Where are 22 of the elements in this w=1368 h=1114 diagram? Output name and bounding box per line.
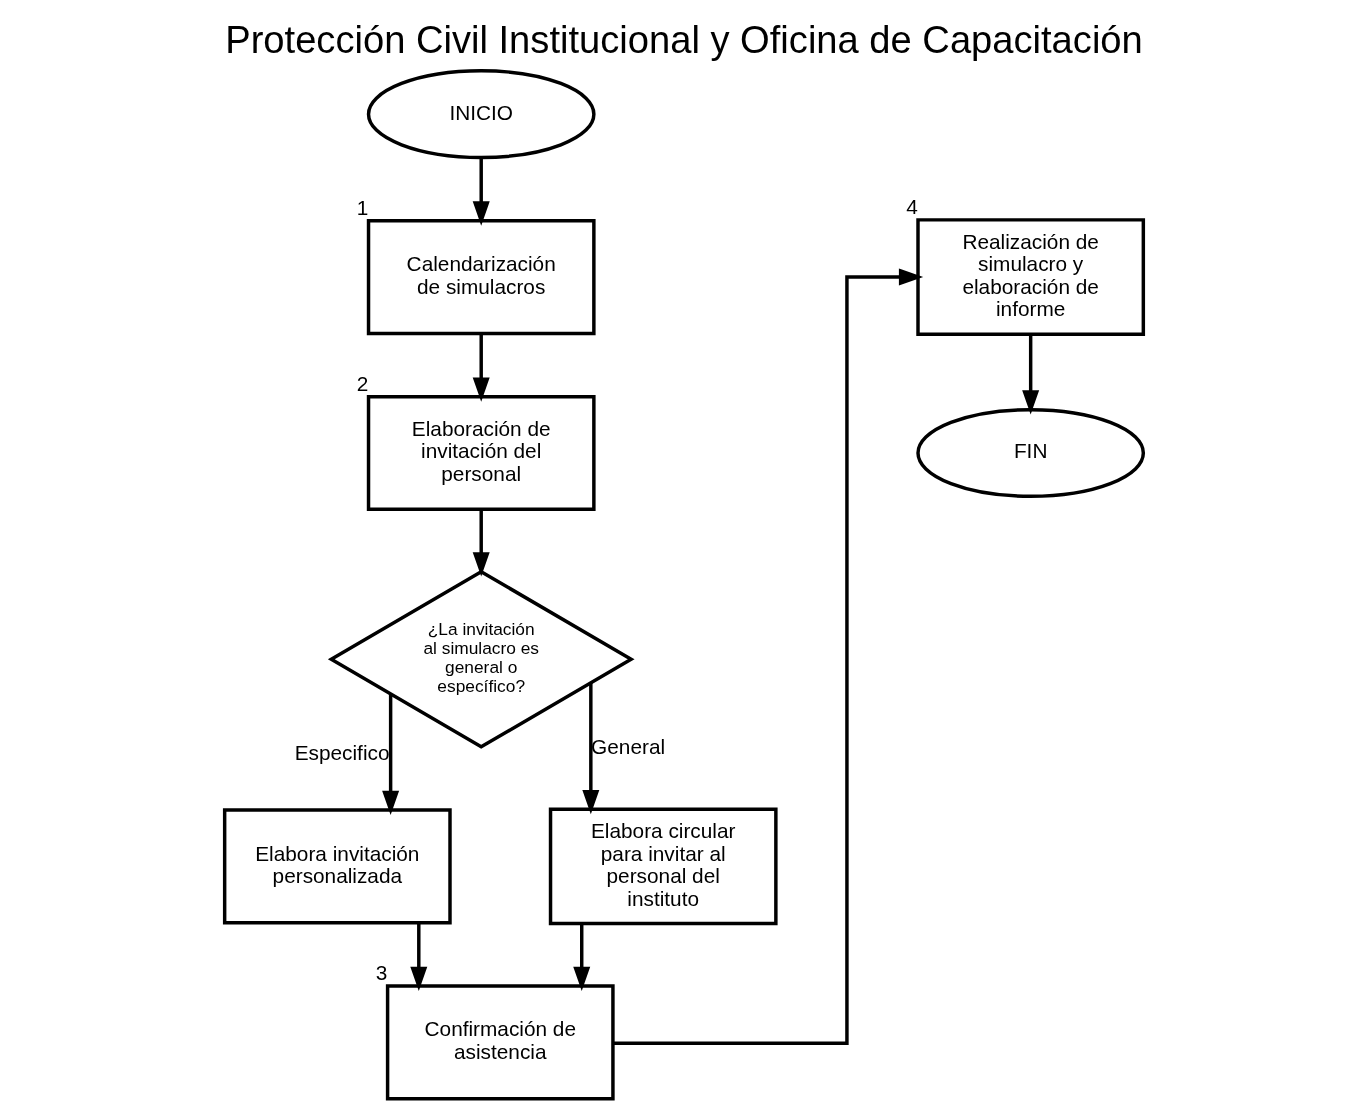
node-box: Elabora circular para invitar al personal del instituto [548, 807, 778, 926]
arrow [613, 268, 924, 1045]
node-box: Confirmación de asistencia [385, 984, 615, 1101]
arrow [1022, 334, 1040, 415]
node-box: Elabora invitación personalizada [222, 808, 452, 925]
arrow [582, 683, 600, 815]
node-box: Calendarización de simulacros [366, 219, 596, 336]
node-label: 4 [906, 194, 918, 218]
node-label: 2 [356, 371, 369, 395]
arrow [410, 923, 428, 992]
node-ellipse: FIN [916, 407, 1146, 499]
arrow [382, 693, 400, 815]
diagram-title: Protección Civil Institucional y Oficina de Capacitación [225, 17, 1143, 61]
arrow [472, 509, 490, 577]
arrow [472, 157, 490, 226]
node-label: 3 [375, 961, 388, 985]
node-ellipse: INICIO [366, 69, 596, 160]
node-box: Realización de simulacro y elaboración de informe [916, 218, 1146, 336]
node-box: Elaboración de invitación del personal [366, 394, 596, 512]
arrow [472, 333, 490, 402]
node-label: 1 [356, 195, 369, 219]
arrow [573, 924, 591, 992]
